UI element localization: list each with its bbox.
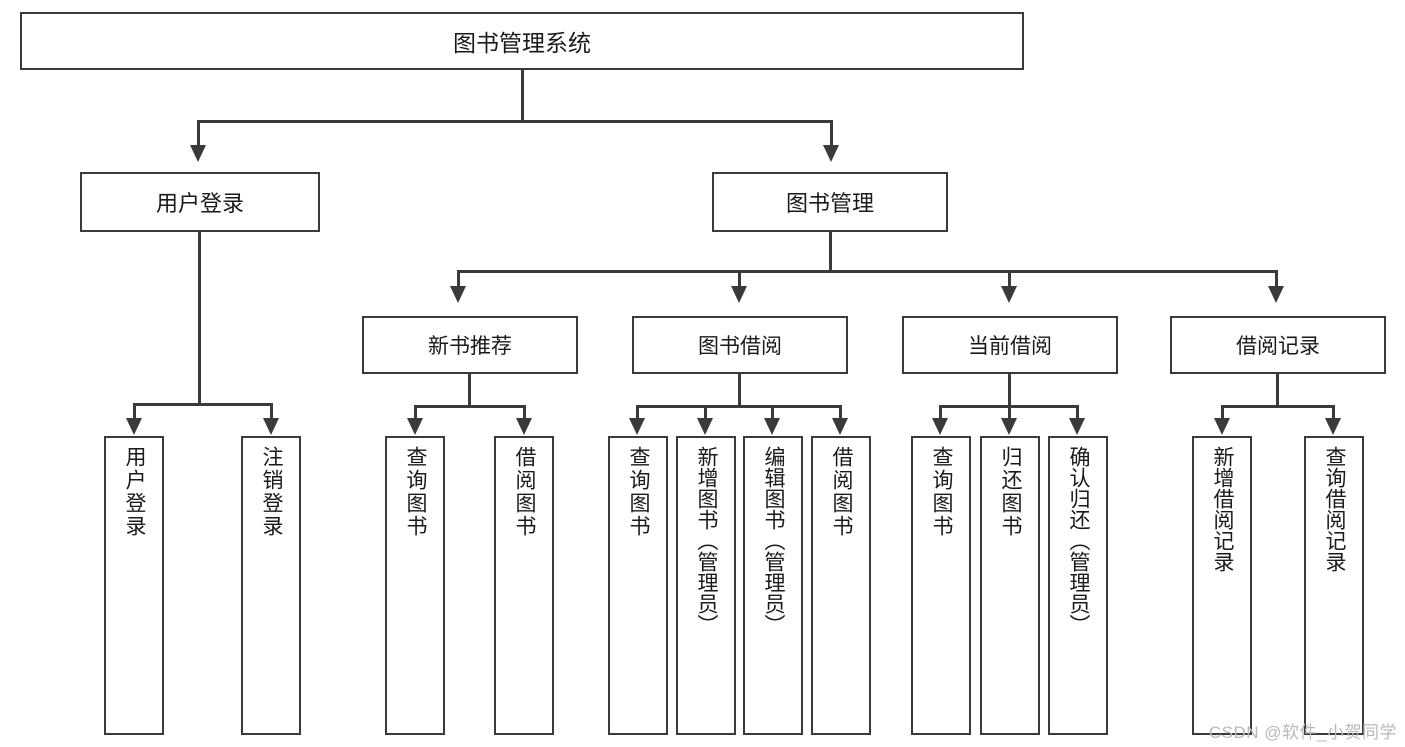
leaf-label: 新增图书（管理员） <box>695 446 719 635</box>
arrowhead-borrow-record-to-leaf-2 <box>1325 418 1341 435</box>
arrowhead-book-management-to-l3-2 <box>731 286 747 303</box>
connector-root-to-user-login <box>197 120 200 147</box>
node-book-management[interactable]: 图书管理 <box>712 172 948 232</box>
leaf-book-borrow-edit-book-admin[interactable]: 编辑图书（管理员） <box>743 436 803 735</box>
arrowhead-root-to-book-management <box>823 145 839 162</box>
leaf-label: 查询图书 <box>404 446 428 538</box>
node-label: 图书管理 <box>785 191 874 216</box>
connector-root-distributor <box>197 120 833 123</box>
connector-current-borrow-to-leaf-2 <box>1008 405 1011 421</box>
arrowhead-current-borrow-to-leaf-2 <box>1001 418 1017 435</box>
leaf-new-book-query-book[interactable]: 查询图书 <box>385 436 445 735</box>
connector-new-book-recommend-distributor <box>414 405 526 408</box>
connector-borrow-record-to-leaf-2 <box>1332 405 1335 421</box>
node-label: 图书管理系统 <box>453 30 591 56</box>
leaf-book-borrow-query-book[interactable]: 查询图书 <box>608 436 668 735</box>
node-label: 用户登录 <box>155 191 244 216</box>
watermark: CSDN @软件_小贺同学 <box>1208 723 1397 742</box>
leaf-label: 新增借阅记录 <box>1211 446 1235 572</box>
leaf-current-borrow-confirm-return-admin[interactable]: 确认归还（管理员） <box>1048 436 1108 735</box>
leaf-label: 确认归还（管理员） <box>1067 446 1091 635</box>
arrowhead-book-management-to-l3-3 <box>1001 286 1017 303</box>
arrowhead-root-to-user-login <box>190 145 206 162</box>
connector-current-borrow-stem <box>1008 374 1011 407</box>
leaf-user-login-login[interactable]: 用户登录 <box>104 436 164 735</box>
node-user-login[interactable]: 用户登录 <box>80 172 320 232</box>
connector-book-borrow-to-leaf-3 <box>771 405 774 421</box>
connector-root-to-book-management <box>830 120 833 147</box>
connector-book-borrow-to-leaf-1 <box>636 405 639 421</box>
connector-root-stem <box>521 70 524 122</box>
node-new-book-recommend[interactable]: 新书推荐 <box>362 316 578 374</box>
leaf-borrow-record-query-record[interactable]: 查询借阅记录 <box>1304 436 1364 735</box>
connector-borrow-record-distributor <box>1221 405 1335 408</box>
connector-current-borrow-to-leaf-3 <box>1076 405 1079 421</box>
connector-borrow-record-to-leaf-1 <box>1221 405 1224 421</box>
leaf-label: 借阅图书 <box>513 446 537 538</box>
connector-new-book-recommend-to-leaf-2 <box>523 405 526 421</box>
connector-user-login-to-leaf-1 <box>133 403 136 421</box>
connector-user-login-distributor <box>133 403 273 406</box>
leaf-book-borrow-borrow-book[interactable]: 借阅图书 <box>811 436 871 735</box>
node-label: 图书借阅 <box>698 335 782 358</box>
node-current-borrow[interactable]: 当前借阅 <box>902 316 1118 374</box>
connector-book-borrow-stem <box>738 374 741 407</box>
connector-user-login-stem <box>198 232 201 405</box>
arrowhead-user-login-to-leaf-2 <box>263 418 279 435</box>
arrowhead-user-login-to-leaf-1 <box>126 418 142 435</box>
leaf-new-book-borrow-book[interactable]: 借阅图书 <box>494 436 554 735</box>
arrowhead-book-management-to-l3-4 <box>1268 286 1284 303</box>
leaf-label: 用户登录 <box>123 446 147 538</box>
connector-book-borrow-to-leaf-4 <box>839 405 842 421</box>
node-label: 新书推荐 <box>428 335 512 358</box>
arrowhead-book-borrow-to-leaf-1 <box>629 418 645 435</box>
arrowhead-book-management-to-l3-1 <box>450 286 466 303</box>
node-borrow-record[interactable]: 借阅记录 <box>1170 316 1386 374</box>
connector-book-borrow-distributor <box>636 405 842 408</box>
leaf-current-borrow-query-book[interactable]: 查询图书 <box>911 436 971 735</box>
connector-user-login-to-leaf-2 <box>270 403 273 421</box>
connector-new-book-recommend-stem <box>468 374 471 407</box>
connector-book-management-to-l3-2 <box>738 270 741 288</box>
connector-book-management-distributor <box>457 270 1277 273</box>
connector-borrow-record-stem <box>1276 374 1279 407</box>
arrowhead-current-borrow-to-leaf-3 <box>1069 418 1085 435</box>
leaf-label: 查询图书 <box>930 446 954 538</box>
connector-book-management-to-l3-4 <box>1275 270 1278 288</box>
connector-book-management-stem <box>829 232 832 273</box>
leaf-label: 查询图书 <box>627 446 651 538</box>
leaf-label: 注销登录 <box>260 446 284 538</box>
leaf-user-login-logout[interactable]: 注销登录 <box>241 436 301 735</box>
connector-book-management-to-l3-1 <box>457 270 460 288</box>
arrowhead-current-borrow-to-leaf-1 <box>932 418 948 435</box>
leaf-label: 查询借阅记录 <box>1323 446 1347 572</box>
node-book-management-system[interactable]: 图书管理系统 <box>20 12 1024 70</box>
connector-book-management-to-l3-3 <box>1008 270 1011 288</box>
arrowhead-borrow-record-to-leaf-1 <box>1214 418 1230 435</box>
leaf-label: 借阅图书 <box>830 446 854 538</box>
arrowhead-book-borrow-to-leaf-3 <box>764 418 780 435</box>
leaf-label: 编辑图书（管理员） <box>762 446 786 635</box>
leaf-current-borrow-return-book[interactable]: 归还图书 <box>980 436 1040 735</box>
connector-new-book-recommend-to-leaf-1 <box>414 405 417 421</box>
leaf-label: 归还图书 <box>999 446 1023 538</box>
arrowhead-book-borrow-to-leaf-4 <box>832 418 848 435</box>
arrowhead-book-borrow-to-leaf-2 <box>697 418 713 435</box>
node-book-borrow[interactable]: 图书借阅 <box>632 316 848 374</box>
connector-book-borrow-to-leaf-2 <box>704 405 707 421</box>
arrowhead-new-book-recommend-to-leaf-1 <box>407 418 423 435</box>
node-label: 借阅记录 <box>1236 335 1320 358</box>
arrowhead-new-book-recommend-to-leaf-2 <box>516 418 532 435</box>
leaf-borrow-record-add-record[interactable]: 新增借阅记录 <box>1192 436 1252 735</box>
connector-current-borrow-to-leaf-1 <box>939 405 942 421</box>
node-label: 当前借阅 <box>968 335 1052 358</box>
leaf-book-borrow-add-book-admin[interactable]: 新增图书（管理员） <box>676 436 736 735</box>
